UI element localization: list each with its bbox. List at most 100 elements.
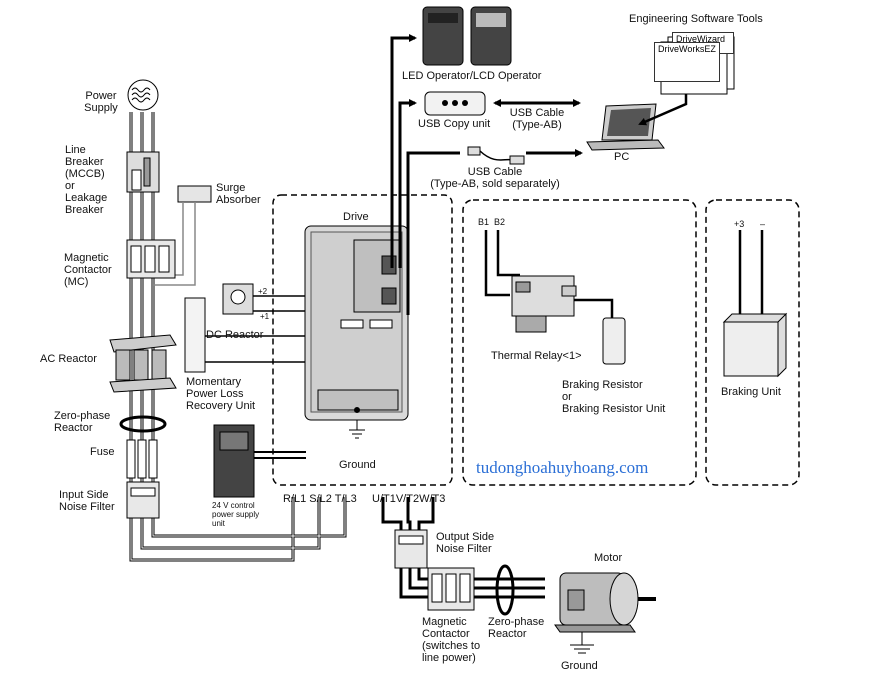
label-line: Contactor [422, 628, 470, 640]
usb-copy-unit-icon [424, 91, 486, 116]
label-line: USB Cable [467, 166, 523, 178]
power-loss-recovery-label: Momentary Power Loss Recovery Unit [186, 376, 255, 412]
magnetic-contactor-output-icon [427, 567, 475, 611]
zero-phase-reactor-output-label: Zero-phase Reactor [488, 616, 544, 640]
label-line: Braking Resistor Unit [562, 403, 666, 415]
ac-reactor-label: AC Reactor [40, 353, 97, 365]
zero-phase-reactor-input-icon [119, 415, 167, 433]
label-line: Zero-phase [488, 616, 545, 628]
power-supply-icon [127, 79, 159, 111]
engineering-tools-label: Engineering Software Tools [629, 13, 763, 25]
watermark: tudonghoahuyhoang.com [476, 458, 649, 477]
dc-plus1-label: +1 [260, 312, 270, 321]
pc-label: PC [614, 151, 630, 163]
braking-resistor-icon [602, 317, 626, 365]
plus3-label: +3 [734, 219, 745, 229]
operator-label: LED Operator/LCD Operator [402, 70, 542, 82]
dc-reactor-icon [222, 283, 306, 315]
magnetic-contactor-input-label: Magnetic Contactor (MC) [64, 252, 112, 288]
motor-ground-label: Ground [561, 660, 598, 672]
fuse-label: Fuse [90, 446, 115, 458]
input-noise-filter-label: Input Side Noise Filter [59, 489, 115, 513]
braking-unit-label: Braking Unit [721, 386, 781, 398]
label-line: or [562, 391, 572, 403]
drive-options-dashed-box [272, 194, 453, 486]
driveworksez-label: DriveWorksEZ [658, 44, 716, 54]
label-line: (Type-AB, sold separately) [430, 178, 560, 190]
usb-copy-unit-label: USB Copy unit [418, 118, 491, 130]
drive-unit-icon [304, 225, 409, 439]
power-loss-recovery-icon [184, 297, 306, 373]
label-line: Zero-phase [54, 410, 111, 422]
label-line: line power) [422, 652, 476, 664]
braking-unit-icon [722, 312, 788, 378]
control-power-supply-label: 24 V control power supply unit [212, 501, 259, 528]
label-line: Absorber [216, 194, 261, 206]
label-line: Magnetic [422, 616, 467, 628]
label-line: Contactor [64, 264, 112, 276]
label-line: Breaker [65, 156, 104, 168]
label-line: Surge [216, 182, 246, 194]
label-line: (MCCB) [65, 168, 105, 180]
input-terminals-label: R/L1 S/L2 T/L3 [283, 493, 357, 505]
minus-label: – [760, 219, 766, 229]
label-line: (Type-AB) [512, 119, 562, 131]
label-line: Supply [84, 102, 118, 114]
usb-cable-ab-label: USB Cable (Type-AB) [500, 107, 574, 131]
dc-plus2-label: +2 [258, 287, 268, 296]
drive-ground-label: Ground [339, 459, 376, 471]
label-line: Braking Resistor [562, 379, 643, 391]
label-line: power supply [212, 510, 260, 519]
zero-phase-reactor-output-icon [495, 564, 515, 616]
control-power-supply-icon [213, 424, 306, 498]
label-line: Noise Filter [436, 543, 492, 555]
drive-label: Drive [343, 211, 369, 223]
motor-label: Motor [594, 552, 623, 564]
dc-reactor-label: DC Reactor [206, 329, 264, 341]
label-line: (switches to [422, 640, 481, 652]
label-line: Reactor [54, 422, 93, 434]
usb-cable-icon [467, 146, 525, 165]
driveworksez-box: DriveWorksEZ [654, 42, 720, 82]
label-line: or [65, 180, 75, 192]
label-line: (MC) [64, 276, 89, 288]
line-breaker-label: Line Breaker (MCCB) or Leakage Breaker [65, 144, 107, 216]
label-line: Noise Filter [59, 501, 115, 513]
label-line: Momentary [186, 376, 242, 388]
output-terminals-label: U/T1V/T2W/T3 [372, 493, 446, 505]
label-line: Line [65, 144, 86, 156]
braking-unit-dashed-box [705, 199, 800, 486]
fuse-icon [126, 439, 158, 479]
b1-label: B1 [478, 217, 490, 227]
thermal-relay-icon [511, 275, 577, 333]
label-line: Leakage [65, 192, 108, 204]
label-line: Recovery Unit [186, 400, 256, 412]
magnetic-contactor-input-icon [126, 239, 176, 279]
b2-label: B2 [494, 217, 506, 227]
usb-cable-separate-label: USB Cable (Type-AB, sold separately) [420, 166, 570, 190]
label-line: Power Loss [186, 388, 244, 400]
label-line: Power [85, 90, 117, 102]
ac-reactor-icon [109, 334, 177, 393]
operator-devices-icon [422, 6, 512, 66]
output-noise-filter-label: Output Side Noise Filter [436, 531, 494, 555]
motor-icon [554, 572, 656, 654]
surge-absorber-label: Surge Absorber [216, 182, 261, 206]
output-noise-filter-icon [394, 529, 428, 569]
label-line: 24 V control [212, 501, 255, 510]
label-line: Output Side [436, 531, 495, 543]
thermal-relay-label: Thermal Relay<1> [491, 350, 582, 362]
zero-phase-reactor-input-label: Zero-phase Reactor [54, 410, 110, 434]
braking-wiring [484, 230, 764, 322]
line-breaker-icon [126, 151, 160, 193]
label-line: USB Cable [509, 107, 565, 119]
drive-connection-arrows [390, 34, 583, 315]
label-line: Input Side [59, 489, 109, 501]
label-line: Reactor [488, 628, 527, 640]
label-line: Breaker [65, 204, 104, 216]
drivewizard-label: DriveWizard [676, 34, 726, 44]
pc-laptop-icon [586, 103, 665, 151]
label-line: Magnetic [64, 252, 109, 264]
